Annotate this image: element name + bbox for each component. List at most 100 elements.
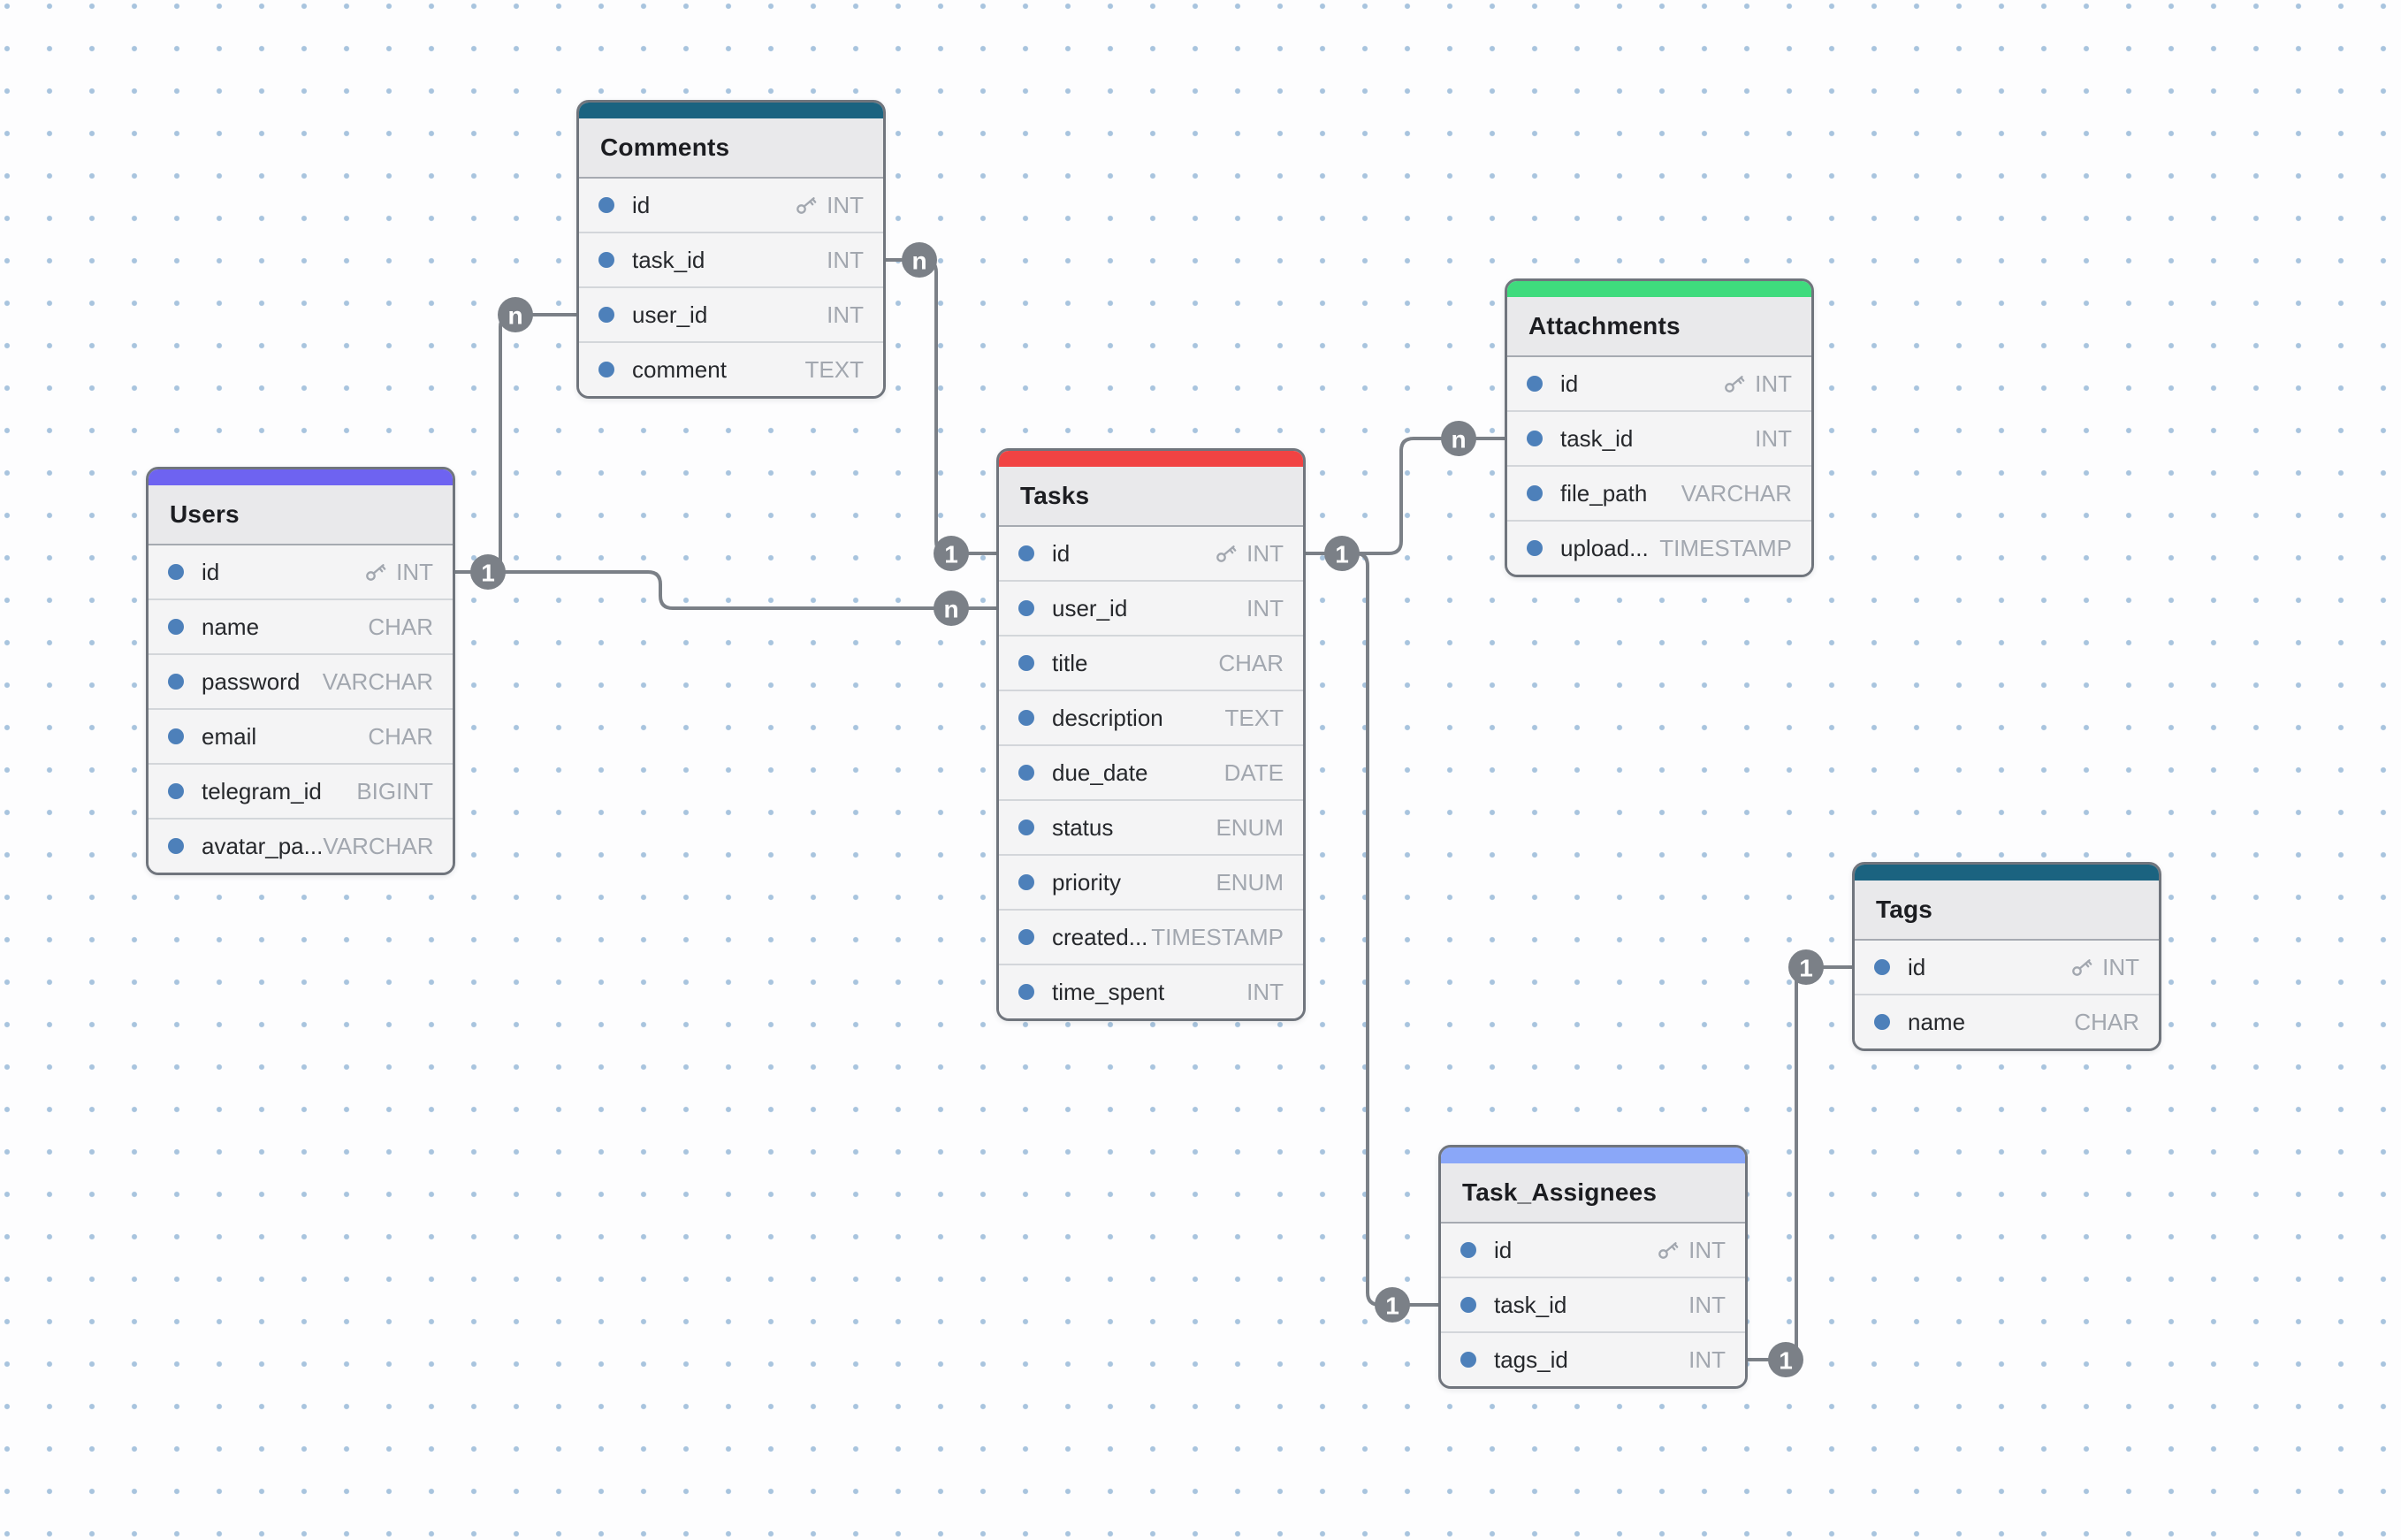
field-tasks-time-spent[interactable]: time_spent INT — [999, 964, 1303, 1018]
primary-key-icon — [1215, 542, 1239, 566]
field-dot-icon — [168, 564, 184, 580]
field-dot-icon — [1874, 1014, 1890, 1030]
field-name-label: telegram_id — [202, 777, 322, 804]
field-comments-task-id[interactable]: task_id INT — [579, 232, 883, 286]
field-type-label: DATE — [1224, 759, 1284, 787]
field-dot-icon — [168, 674, 184, 690]
field-type-label: INT — [1246, 979, 1284, 1006]
field-type-label: INT — [795, 192, 864, 219]
field-name-label: time_spent — [1052, 978, 1165, 1005]
field-type-text: INT — [827, 191, 864, 218]
field-tasks-created[interactable]: created...TIMESTAMP — [999, 909, 1303, 964]
table-title-comments[interactable]: Comments — [579, 118, 883, 179]
table-title-label: Users — [170, 500, 240, 528]
table-accent-bar-tasks — [999, 451, 1303, 467]
table-title-users[interactable]: Users — [149, 485, 453, 545]
field-dot-icon — [598, 307, 614, 323]
relationship-users-id-tasks-user-id[interactable] — [453, 570, 999, 610]
field-dot-icon — [1018, 929, 1034, 945]
field-dot-icon — [1527, 540, 1543, 556]
field-type-label: INT — [1755, 425, 1792, 453]
cardinality-badge-circle — [1768, 1342, 1803, 1377]
field-dot-icon — [598, 252, 614, 268]
cardinality-badge-label: 1 — [1779, 1347, 1793, 1375]
field-tasks-status[interactable]: status ENUM — [999, 799, 1303, 854]
cardinality-badge-label: 1 — [1335, 541, 1349, 568]
field-dot-icon — [1460, 1242, 1476, 1258]
field-dot-icon — [1018, 710, 1034, 726]
field-dot-icon — [1527, 431, 1543, 446]
field-type-text: ENUM — [1216, 813, 1284, 841]
primary-key-icon — [795, 194, 819, 217]
field-dot-icon — [1527, 376, 1543, 392]
field-type-label: BIGINT — [356, 778, 433, 805]
field-type-text: BIGINT — [356, 777, 433, 804]
field-name-label: description — [1052, 704, 1163, 731]
cardinality-badge-circle — [1441, 421, 1476, 456]
table-title-tasks[interactable]: Tasks — [999, 467, 1303, 527]
field-name-label: task_id — [632, 246, 705, 273]
field-attachments-upload[interactable]: upload...TIMESTAMP — [1507, 520, 1811, 575]
table-title-attachments[interactable]: Attachments — [1507, 297, 1811, 357]
field-dot-icon — [1460, 1352, 1476, 1368]
field-type-label: INT — [364, 559, 433, 586]
cardinality-badge-label: n — [1451, 426, 1466, 454]
relationship-tasks-id-attachments-task-id[interactable] — [1303, 437, 1507, 555]
field-name-label: status — [1052, 813, 1114, 841]
table-title-label: Comments — [600, 133, 730, 161]
cardinality-badge-circle — [498, 297, 533, 332]
field-type-text: DATE — [1223, 759, 1284, 786]
cardinality-badge-label: 1 — [1799, 955, 1813, 982]
field-dot-icon — [168, 838, 184, 854]
field-type-text: ENUM — [1216, 868, 1284, 896]
cardinality-badge-circle — [934, 591, 969, 626]
cardinality-badge-users-id-tasks-user-id-0: n — [934, 591, 969, 626]
cardinality-badge-comments-task-id-tasks-id-0: n — [902, 242, 937, 278]
cardinality-badge-label: n — [911, 248, 926, 275]
field-type-label: TIMESTAMP — [1659, 535, 1792, 562]
table-title-tags[interactable]: Tags — [1855, 881, 2159, 941]
field-type-label: INT — [1688, 1346, 1726, 1374]
field-type-text: INT — [827, 246, 864, 273]
field-users-avatar-pa[interactable]: avatar_pa...VARCHAR — [149, 818, 453, 873]
field-users-telegram-id[interactable]: telegram_id BIGINT — [149, 763, 453, 818]
table-title-task-assignees[interactable]: Task_Assignees — [1441, 1163, 1745, 1224]
primary-key-icon — [1657, 1239, 1681, 1262]
field-name-label: email — [202, 722, 257, 750]
table-title-label: Tags — [1876, 896, 1933, 923]
cardinality-badge-circle — [1375, 1287, 1410, 1323]
primary-key-icon — [364, 560, 388, 584]
field-name-label: created... — [1052, 923, 1148, 950]
field-type-label: INT — [827, 301, 864, 329]
